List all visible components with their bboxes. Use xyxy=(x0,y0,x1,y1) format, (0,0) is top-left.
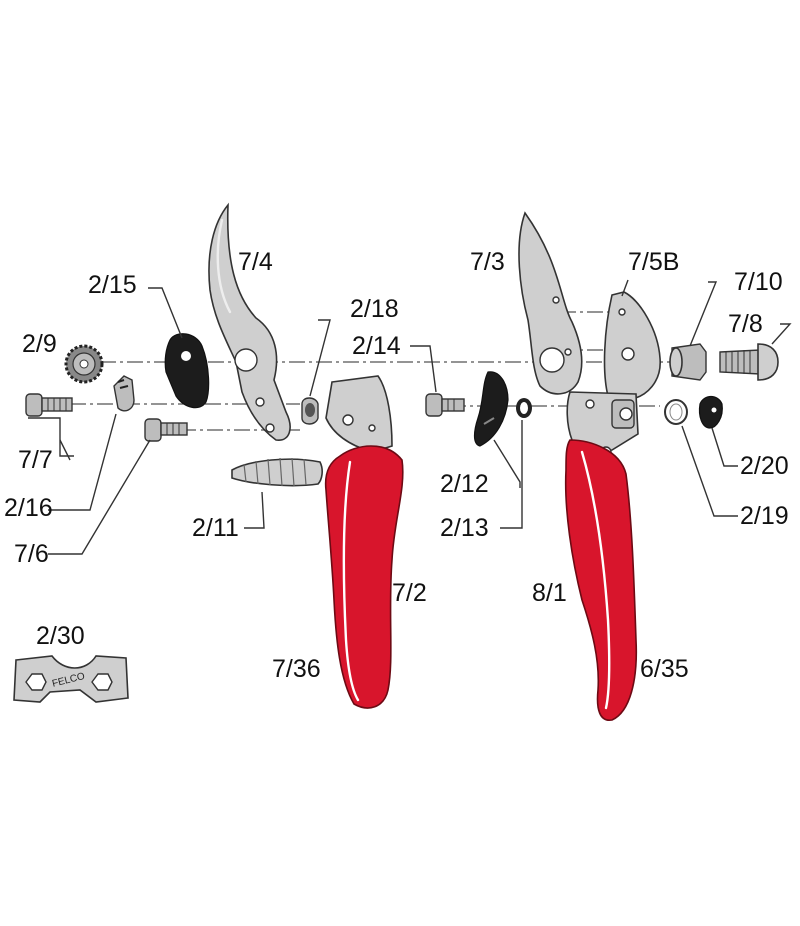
label-7-6: 7/6 xyxy=(14,540,49,568)
part-2-12-clip xyxy=(473,371,509,447)
label-7-4: 7/4 xyxy=(238,248,273,276)
label-2-12: 2/12 xyxy=(440,470,489,498)
part-7-10-nut xyxy=(669,343,707,381)
label-7-5b: 7/5B xyxy=(628,248,679,276)
label-7-8: 7/8 xyxy=(728,310,763,338)
label-6-35: 6/35 xyxy=(640,655,689,683)
label-2-9: 2/9 xyxy=(22,330,57,358)
label-2-20: 2/20 xyxy=(740,452,789,480)
label-2-11: 2/11 xyxy=(192,514,239,542)
part-7-3-anvil-blade xyxy=(518,211,583,395)
part-2-9-gear xyxy=(64,344,104,384)
leader-lines xyxy=(28,279,792,555)
part-8-1-handle xyxy=(564,391,639,721)
part-2-13-washer xyxy=(516,398,532,418)
label-2-15: 2/15 xyxy=(88,271,137,299)
label-7-3: 7/3 xyxy=(470,248,505,276)
part-labels: 7/4 7/3 7/5B 7/10 7/8 2/15 2/18 2/14 2/9… xyxy=(4,248,789,683)
label-7-10: 7/10 xyxy=(734,268,783,296)
part-2-18-bushing xyxy=(301,397,319,425)
label-7-2: 7/2 xyxy=(392,579,427,607)
label-2-30: 2/30 xyxy=(36,622,85,650)
label-8-1: 8/1 xyxy=(532,579,567,607)
label-7-7: 7/7 xyxy=(18,446,53,474)
part-2-19-ring xyxy=(664,399,688,425)
label-2-14: 2/14 xyxy=(352,332,401,360)
part-2-30-wrench: FELCO xyxy=(13,655,129,703)
part-7-7-screw xyxy=(25,393,73,417)
label-2-13: 2/13 xyxy=(440,514,489,542)
part-2-14-screw xyxy=(425,393,465,417)
part-7-5b-lever-plate xyxy=(603,291,661,401)
label-2-16: 2/16 xyxy=(4,494,53,522)
part-7-4-cutting-blade xyxy=(208,202,291,441)
part-2-15-plate xyxy=(164,333,210,409)
part-2-20-cap xyxy=(698,395,723,429)
part-7-6-screw xyxy=(144,418,188,442)
part-7-8-bolt xyxy=(719,343,779,381)
part-2-16-ratchet xyxy=(113,375,135,412)
label-7-36: 7/36 xyxy=(272,655,321,683)
label-2-19: 2/19 xyxy=(740,502,789,530)
part-7-2-handle xyxy=(324,375,404,709)
label-2-18: 2/18 xyxy=(350,295,399,323)
part-2-11-spring xyxy=(231,457,323,487)
